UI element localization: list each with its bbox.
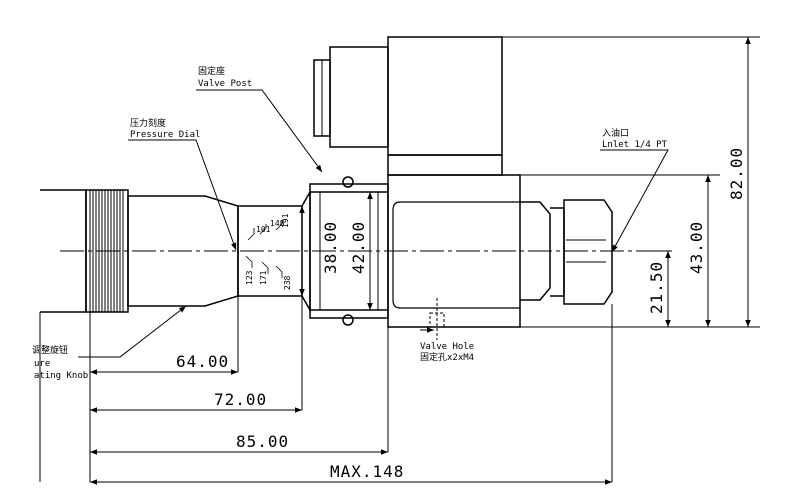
dim-85: 85.00 — [236, 432, 289, 451]
dial-tick-123: 123 — [245, 270, 254, 285]
inlet-fitting — [550, 207, 565, 297]
dim-82: 82.00 — [727, 147, 746, 200]
dim-43: 43.00 — [687, 221, 706, 274]
dim-38: 38.00 — [321, 221, 340, 274]
valve-hole-label-zh: 固定孔x2xM4 — [420, 351, 474, 363]
pressure-dial-label-en: Pressure Dial — [130, 130, 200, 140]
connector-head — [387, 36, 503, 156]
dial-tick-marks — [245, 220, 283, 278]
valve-hole-label-en: Valve Hole — [420, 342, 474, 352]
dim-64: 64.00 — [176, 352, 229, 371]
dial-tick-238: 238 — [283, 275, 292, 290]
dim-42: 42.00 — [349, 221, 368, 274]
dial-tick-171: 171 — [259, 270, 268, 285]
valve-post-label-zh: 固定座 — [198, 65, 225, 77]
dial-tick-191: 191 — [281, 213, 290, 228]
adjusting-knob-label-en-2: ating Knob — [34, 371, 88, 381]
inlet-label-zh: 入油口 — [602, 127, 629, 139]
pressure-dial-label-zh: 压力刻度 — [130, 117, 166, 129]
switch-block — [387, 154, 503, 176]
dim-max-148: MAX.148 — [330, 462, 404, 481]
adjusting-knob-label-en-1: ure — [34, 359, 50, 369]
dimension-lines — [39, 36, 760, 485]
dial-tick-148: 148 — [270, 219, 285, 228]
dim-72: 72.00 — [214, 390, 267, 409]
dial-tick-101: 101 — [256, 225, 271, 234]
callout-leaders — [78, 89, 669, 358]
adjusting-knob-label-zh: 调整旋钮 — [32, 344, 68, 356]
pressure-switch-body — [40, 36, 613, 340]
valve-post-label-en: Valve Post — [198, 79, 252, 89]
dim-21-5: 21.50 — [647, 261, 666, 314]
inlet-label-en: Lnlet 1/4 PT — [602, 140, 668, 150]
